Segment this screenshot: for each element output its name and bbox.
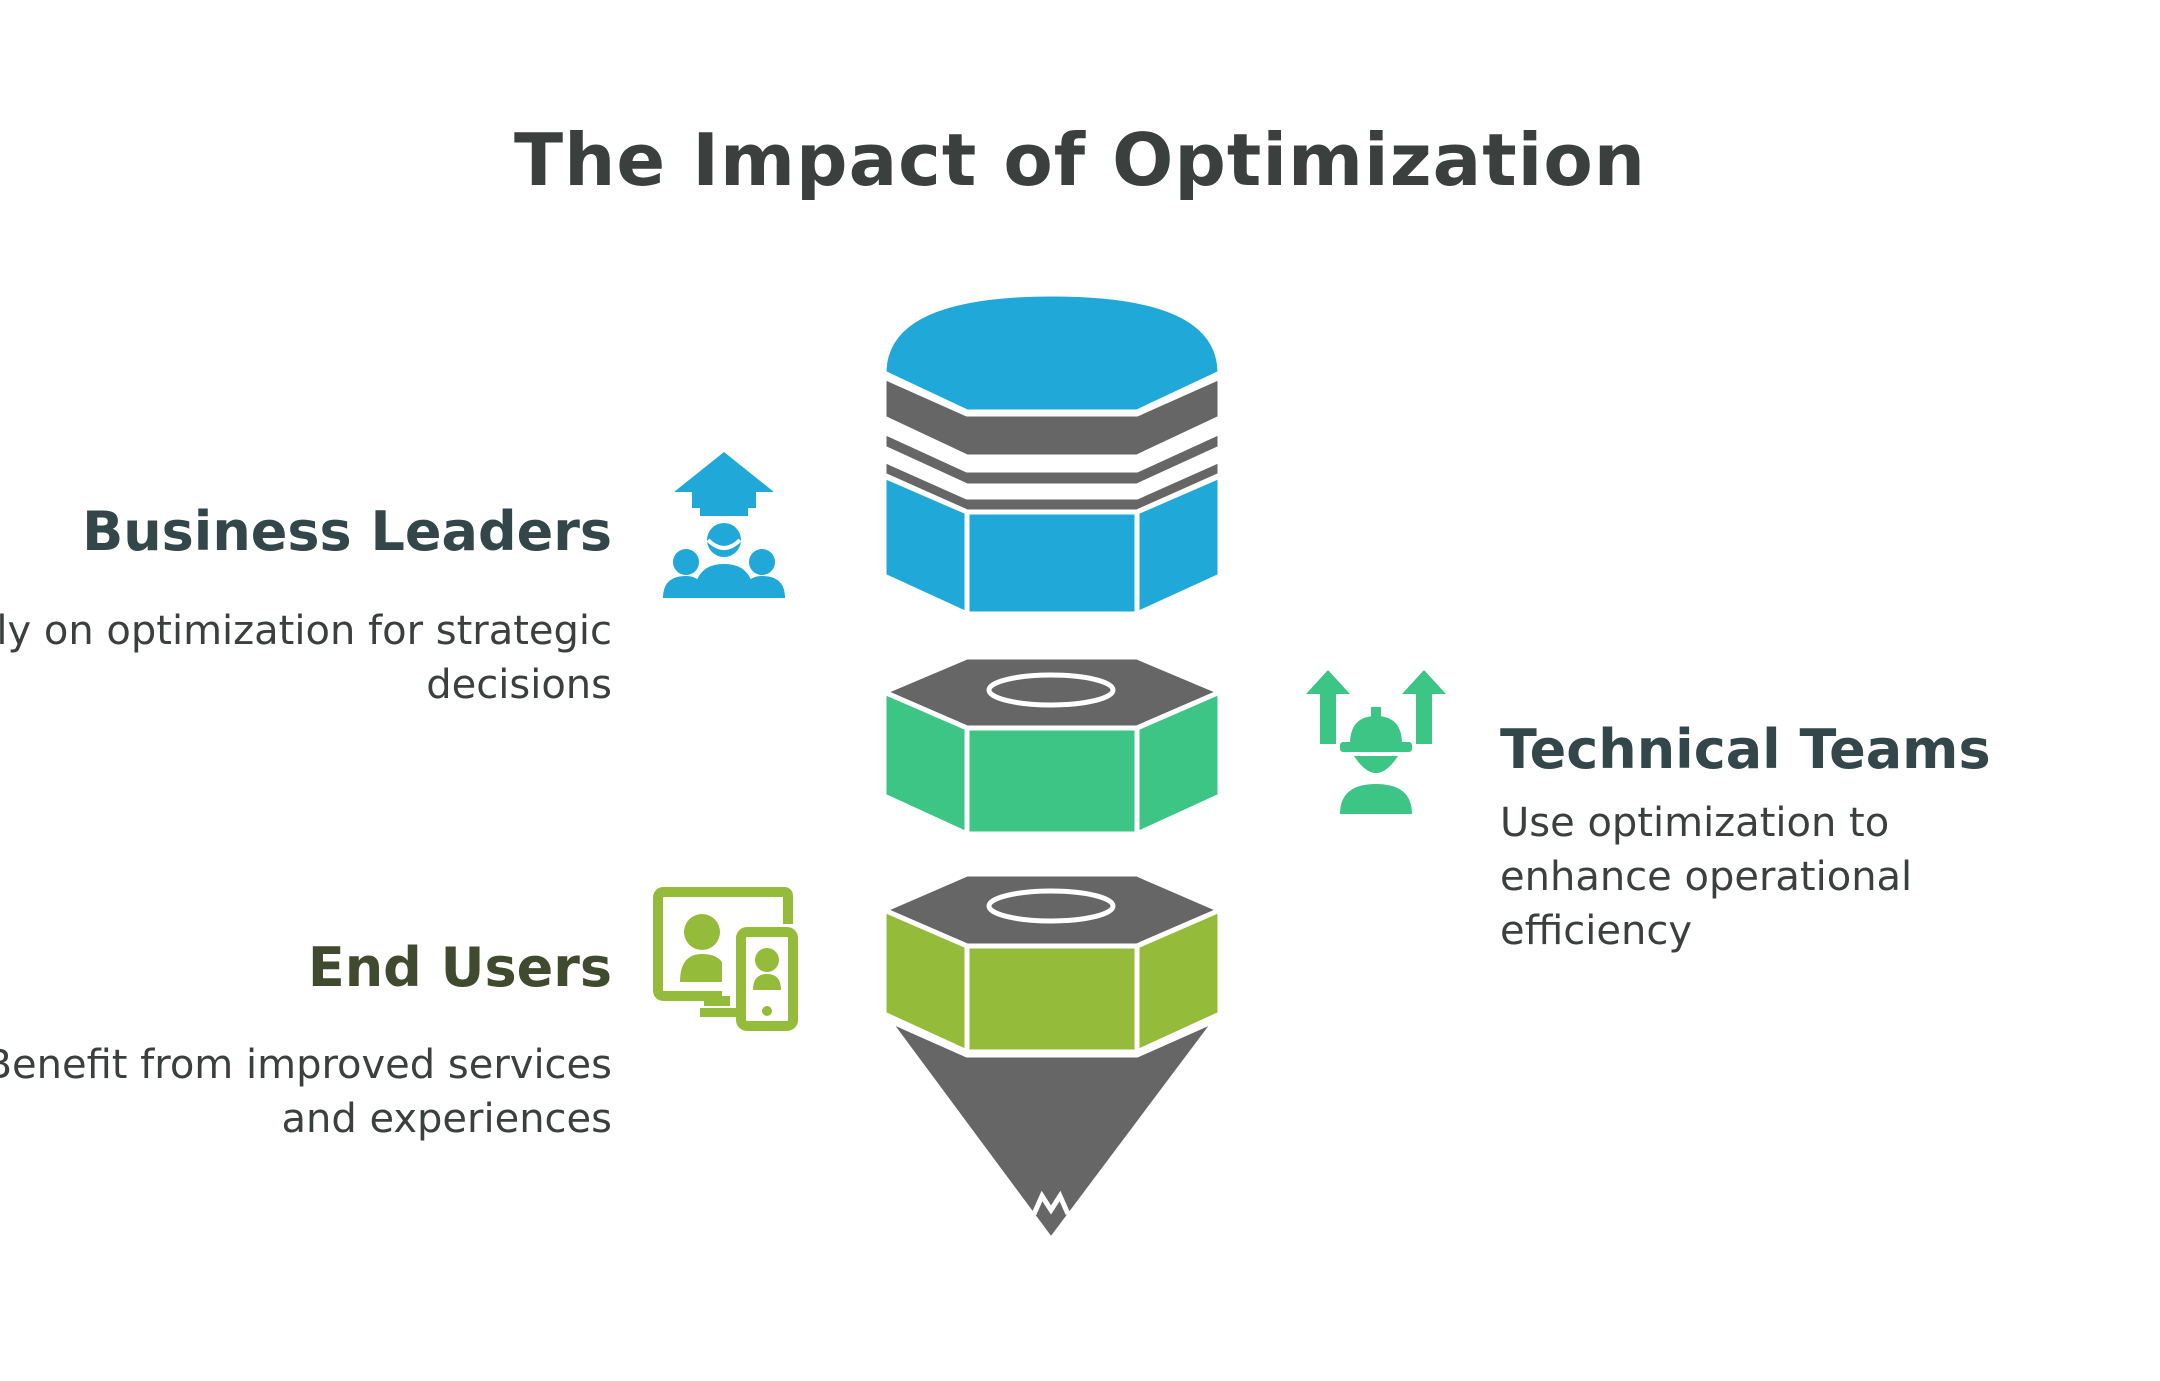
pencil-tip [880, 1013, 1224, 1245]
pencil-bottom-lime-nut [877, 871, 1227, 1056]
business-leaders-heading: Business Leaders [82, 500, 612, 563]
engineer-growth-icon [1306, 670, 1446, 814]
end-users-heading: End Users [307, 936, 612, 999]
business-leaders-description: Rely on optimization for strategic decis… [0, 608, 612, 708]
leader-growth-icon [663, 452, 785, 598]
pencil-middle-green-nut [877, 654, 1227, 838]
end-users-description: Benefit from improved services and exper… [0, 1042, 612, 1142]
devices-icon-details [680, 914, 781, 1017]
pencil-top-blue-segment [881, 291, 1223, 618]
technical-teams-description: Use optimization to enhance operational … [1500, 800, 1913, 954]
technical-teams-heading: Technical Teams [1500, 718, 1991, 781]
page-title: The Impact of Optimization [513, 118, 1647, 202]
